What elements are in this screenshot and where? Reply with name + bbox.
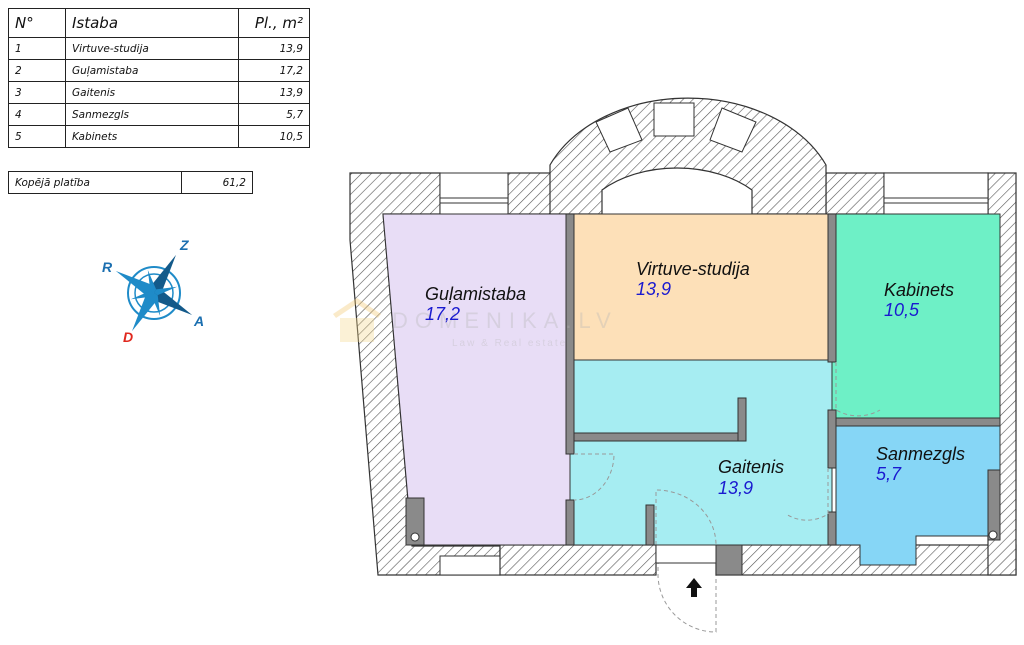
entrance-jamb [715, 544, 743, 576]
watermark: DOMENIKA.LV Law & Real estate [333, 298, 618, 349]
room-label-bedroom: Guļamistaba [425, 284, 526, 304]
room-label-office: Kabinets [884, 280, 954, 300]
compass-south-label: D [123, 329, 133, 345]
room-label-kitchen: Virtuve-studija [636, 259, 750, 279]
windows [439, 172, 989, 215]
room-area-bathroom: 5,7 [876, 464, 902, 484]
room-kitchen [569, 213, 833, 361]
compass-rose-icon: Z R A D [102, 237, 204, 345]
entrance-door-frame [655, 544, 717, 564]
watermark-brand: DOMENIKA.LV [392, 308, 618, 333]
total-area-table: Kopējā platība 61,2 [8, 171, 253, 194]
room-area-office: 10,5 [884, 300, 920, 320]
watermark-house-icon [333, 298, 381, 318]
watermark-tagline: Law & Real estate [452, 338, 567, 349]
table-row: 1 Virtuve-studija 13,9 [8, 37, 310, 60]
room-label-hallway: Gaitenis [718, 457, 784, 477]
header-no: N° [8, 8, 66, 38]
room-label-bathroom: Sanmezgls [876, 444, 965, 464]
door-swings [573, 362, 881, 633]
compass-east-label: A [193, 313, 204, 329]
table-row: 2 Guļamistaba 17,2 [8, 59, 310, 82]
row-area: 10,5 [238, 125, 310, 148]
table-row: 5 Kabinets 10,5 [8, 125, 310, 148]
room-area-bedroom: 17,2 [425, 304, 460, 324]
table-header-row: N° Istaba Pl., m² [8, 8, 310, 38]
compass-north-label: Z [179, 237, 189, 253]
compass-west-label: R [102, 259, 113, 275]
total-label: Kopējā platība [8, 171, 182, 194]
header-room: Istaba [65, 8, 239, 38]
room-area-hallway: 13,9 [718, 478, 753, 498]
room-table: N° Istaba Pl., m² 1 Virtuve-studija 13,9… [8, 8, 310, 148]
room-area-kitchen: 13,9 [636, 279, 671, 299]
interior-walls [405, 213, 1001, 546]
total-value: 61,2 [181, 171, 253, 194]
room-office [831, 213, 1001, 421]
room-bathroom [835, 425, 1001, 566]
total-row: Kopējā platība 61,2 [8, 171, 253, 194]
entrance-arrow-icon [686, 578, 702, 597]
room-bedroom [382, 213, 571, 546]
room-hallway [569, 359, 833, 546]
table-row: 3 Gaitenis 13,9 [8, 81, 310, 104]
